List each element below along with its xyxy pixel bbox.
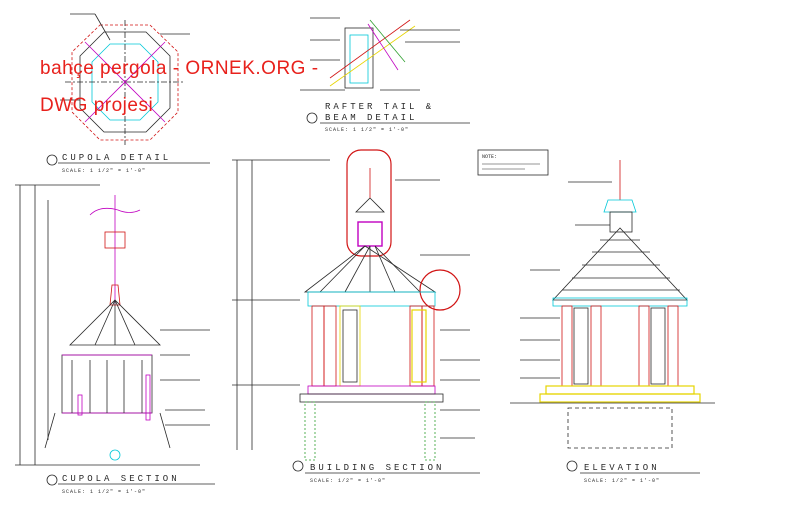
cupola-detail-scale: SCALE: 1 1/2" = 1'-0": [62, 168, 146, 174]
beam-detail-label: BEAM DETAIL: [325, 113, 417, 123]
cupola-detail-title: CUPOLA DETAIL SCALE: 1 1/2" = 1'-0": [46, 153, 210, 174]
cupola-section: [15, 184, 210, 466]
note-box: NOTE:: [477, 149, 549, 176]
watermark-line-2: DWG projesi: [40, 95, 154, 116]
elevation: [510, 160, 715, 449]
rafter-tail-detail: [300, 17, 460, 91]
elevation-scale: SCALE: 1/2" = 1'-0": [584, 478, 660, 484]
cupola-section-scale: SCALE: 1 1/2" = 1'-0": [62, 489, 146, 495]
cupola-detail-plan: [60, 13, 190, 145]
rafter-scale: SCALE: 1 1/2" = 1'-0": [325, 127, 409, 133]
building-section-label: BUILDING SECTION: [310, 463, 444, 473]
elevation-title: ELEVATION SCALE: 1/2" = 1'-0": [566, 460, 700, 484]
watermark-line-1: bahçe pergola - ORNEK.ORG -: [40, 58, 319, 79]
building-section-title: BUILDING SECTION SCALE: 1/2" = 1'-0": [292, 460, 480, 484]
rafter-tail-title: RAFTER TAIL & BEAM DETAIL SCALE: 1 1/2" …: [306, 102, 470, 133]
note-heading: NOTE:: [482, 154, 497, 160]
cupola-section-label: CUPOLA SECTION: [62, 474, 180, 484]
elevation-label: ELEVATION: [584, 463, 660, 473]
rafter-tail-label: RAFTER TAIL &: [325, 102, 434, 112]
cupola-detail-label: CUPOLA DETAIL: [62, 153, 171, 163]
building-section: [232, 149, 480, 461]
building-section-scale: SCALE: 1/2" = 1'-0": [310, 478, 386, 484]
cupola-section-title: CUPOLA SECTION SCALE: 1 1/2" = 1'-0": [46, 474, 215, 495]
